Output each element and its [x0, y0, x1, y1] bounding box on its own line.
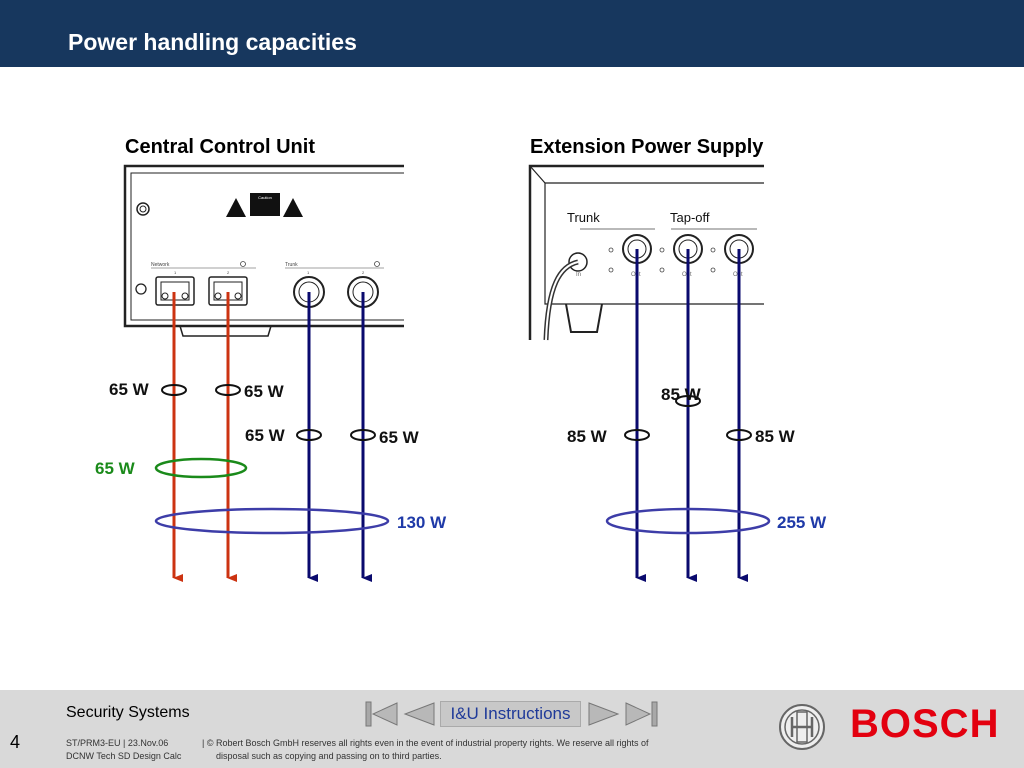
trunk2-value: 65 W: [379, 428, 420, 447]
caution-label: [250, 193, 280, 216]
eps-total-loop: [605, 507, 771, 535]
meta-line-1: ST/PRM3-EU | 23.Nov.06: [66, 738, 169, 748]
shock-warning-icon: [283, 198, 303, 217]
company-name: Security Systems: [66, 704, 190, 721]
last-slide-button[interactable]: [624, 701, 658, 727]
first-slide-button[interactable]: [365, 701, 399, 727]
eps-in-label: In: [576, 272, 581, 278]
eps-total-value: 255 W: [777, 513, 827, 532]
page-title: Power handling capacities: [68, 29, 357, 55]
ccu-trunk-label: Trunk: [285, 262, 298, 268]
measure-loop: [296, 429, 322, 441]
eps-trunk-label: Trunk: [567, 210, 600, 225]
ccu-total-value: 130 W: [397, 513, 447, 532]
skip-last-icon: [625, 702, 652, 726]
eps-right-value: 85 W: [755, 427, 796, 446]
instructions-button[interactable]: I&U Instructions: [440, 701, 581, 727]
net1-value: 65 W: [109, 380, 150, 399]
measure-loop: [726, 429, 752, 441]
screw-icon: [136, 202, 150, 216]
network-port1-label: 1: [174, 270, 177, 275]
bosch-armature-logo: [779, 704, 825, 750]
eps-title: Extension Power Supply: [530, 136, 764, 158]
trunk-port1-label: 1: [307, 270, 310, 275]
copyright-line-1: | © Robert Bosch GmbH reserves all right…: [202, 738, 649, 748]
previous-slide-button[interactable]: [402, 701, 436, 727]
eps-device: Trunk Tap-off In Out Out Out: [528, 164, 764, 341]
network-port2-label: 2: [227, 270, 230, 275]
next-slide-button[interactable]: [587, 701, 621, 727]
bosch-brand: BOSCH: [850, 702, 1000, 746]
meta-line-2: DCNW Tech SD Design Calc: [66, 751, 182, 761]
ccu-total-loop: [154, 507, 390, 535]
measure-loop: [215, 384, 241, 396]
eps-left-value: 85 W: [567, 427, 608, 446]
header-bar: Power handling capacities: [0, 0, 1024, 67]
ccu-device: Caution Network 1 2 Trunk 1 2: [123, 164, 404, 337]
power-diagram: Caution Network 1 2 Trunk 1 2 Trunk Tap-…: [95, 164, 827, 582]
network-total-value: 65 W: [95, 459, 136, 478]
measure-loop: [350, 429, 376, 441]
trunk-port2-label: 2: [362, 270, 365, 275]
copyright-line-2: disposal such as copying and passing on …: [216, 751, 442, 761]
network-total-loop: [154, 457, 248, 479]
measure-loop: [675, 395, 701, 407]
arrow-left-icon: [403, 702, 435, 726]
net2-value: 65 W: [244, 382, 285, 401]
ccu-title: Central Control Unit: [125, 136, 315, 158]
arrow-right-icon: [588, 702, 620, 726]
skip-first-icon: [365, 701, 372, 727]
network-label: Network: [151, 262, 170, 268]
eps-mid-value: 85 W: [661, 385, 702, 404]
screw-icon: [135, 283, 147, 295]
caution-text: Caution: [258, 195, 272, 200]
eps-in-connector: [568, 252, 588, 272]
measure-loop: [161, 384, 187, 396]
warning-icon: [226, 198, 246, 217]
page-number: 4: [10, 732, 21, 752]
trunk1-value: 65 W: [245, 426, 286, 445]
eps-tapoff-label: Tap-off: [670, 210, 710, 225]
measure-loop: [624, 429, 650, 441]
